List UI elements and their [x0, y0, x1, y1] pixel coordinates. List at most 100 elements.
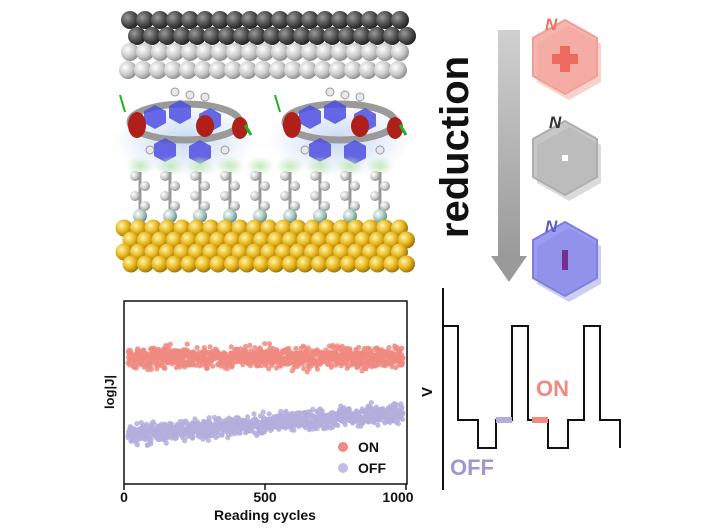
- carbon-atom: [280, 191, 290, 201]
- gold-atom: [340, 255, 357, 273]
- carbon-atom: [200, 201, 210, 211]
- graphite-atom: [376, 43, 394, 61]
- off-data-point: [163, 440, 169, 446]
- sam-glow: [156, 156, 184, 176]
- carbon-atom: [140, 181, 150, 191]
- carbon-atom: [350, 201, 360, 211]
- on-data-point: [247, 363, 254, 369]
- gold-atom: [311, 255, 328, 273]
- hydrogen-atom: [340, 90, 350, 100]
- sulfur-atom: [223, 209, 237, 223]
- on-state-marker: [532, 417, 548, 423]
- on-data-point: [247, 342, 253, 348]
- sulfur-atom: [313, 209, 327, 223]
- off-data-point: [399, 404, 405, 410]
- trace-on-label: ON: [536, 376, 569, 401]
- gold-atom: [267, 255, 285, 273]
- off-data-point: [291, 427, 297, 433]
- graphite-atom: [151, 11, 169, 29]
- graphite-atom: [359, 61, 377, 79]
- on-data-point: [148, 366, 154, 372]
- hydrogen-atom: [375, 145, 385, 155]
- graphite-atom: [209, 61, 227, 79]
- graphite-atom: [389, 61, 407, 79]
- viologen-unit: [154, 138, 176, 162]
- off-data-point: [134, 421, 140, 427]
- scatter-chart: 0 500 1000 Reading cycles log|J| ON OFF: [102, 300, 414, 523]
- graphite-atom: [256, 11, 274, 29]
- oxygen-atom: [351, 115, 369, 137]
- arrow-head: [491, 256, 527, 282]
- off-data-point: [368, 400, 374, 406]
- on-data-point: [356, 344, 362, 350]
- gold-atom: [253, 255, 270, 273]
- radical-dot-icon: [562, 155, 568, 161]
- x-tick-label-500: 500: [253, 489, 277, 505]
- on-data-point: [133, 365, 139, 371]
- graphite-atom: [301, 43, 319, 61]
- oxygen-atom: [232, 117, 248, 139]
- gold-atom: [224, 255, 241, 273]
- graphite-atom: [383, 27, 401, 45]
- on-data-point: [167, 341, 173, 347]
- off-data-point: [148, 441, 154, 447]
- graphite-atom: [286, 11, 304, 29]
- gold-atom: [209, 255, 227, 273]
- plus-icon-h: [552, 54, 578, 64]
- carbon-atom: [230, 201, 240, 211]
- sulfur-atom: [163, 209, 177, 223]
- cation-n-label: N: [545, 15, 558, 34]
- graphite-atom: [353, 27, 371, 45]
- neutral-n-label: N: [549, 113, 562, 132]
- carbon-atom: [130, 171, 140, 181]
- carbon-atom: [260, 201, 270, 211]
- off-data-point: [266, 411, 272, 417]
- graphite-atom: [308, 27, 326, 45]
- graphite-atom: [119, 61, 137, 79]
- carbon-atom: [200, 181, 210, 191]
- graphite-atom: [376, 11, 394, 29]
- hydrogen-atom: [170, 87, 180, 97]
- graphite-atom: [398, 27, 416, 45]
- graphite-atom: [233, 27, 251, 45]
- carbon-atom: [170, 181, 180, 191]
- carbon-atom: [190, 171, 200, 181]
- junction-illustration: [113, 11, 416, 273]
- carbon-atom: [320, 181, 330, 191]
- carbon-atom: [230, 181, 240, 191]
- graphite-atom: [241, 43, 259, 61]
- on-data-point: [184, 341, 190, 347]
- anion-hexagon-shadow: [537, 228, 601, 302]
- gold-atom: [238, 255, 256, 273]
- graphite-atom: [263, 27, 281, 45]
- carbon-atom: [250, 171, 260, 181]
- off-data-point: [335, 422, 341, 428]
- sam-layer: [126, 156, 394, 223]
- on-data-point: [258, 362, 264, 369]
- graphite-atom: [181, 43, 199, 61]
- graphite-atom: [374, 61, 392, 79]
- carbon-atom: [140, 201, 150, 211]
- graphite-atom: [269, 61, 287, 79]
- hydrogen-atom: [220, 145, 230, 155]
- x-axis-label: Reading cycles: [214, 507, 316, 523]
- graphite-atom: [316, 11, 334, 29]
- on-data-point: [262, 341, 268, 347]
- carbon-atom: [260, 181, 270, 191]
- cation-ring: N: [532, 15, 601, 100]
- on-data-point: [210, 363, 216, 369]
- off-data-point: [310, 406, 316, 412]
- graphite-atom: [284, 61, 302, 79]
- graphite-atom: [256, 43, 274, 61]
- plot-frame: [123, 300, 408, 485]
- graphite-atom: [239, 61, 257, 79]
- graphite-atom: [166, 43, 184, 61]
- graphite-atom: [164, 61, 182, 79]
- graphite-atom: [344, 61, 362, 79]
- graphite-atom: [299, 61, 317, 79]
- oxygen-atom: [387, 117, 403, 139]
- viologen-unit: [309, 138, 331, 162]
- viologen-unit: [144, 105, 166, 129]
- off-data-point: [219, 432, 225, 438]
